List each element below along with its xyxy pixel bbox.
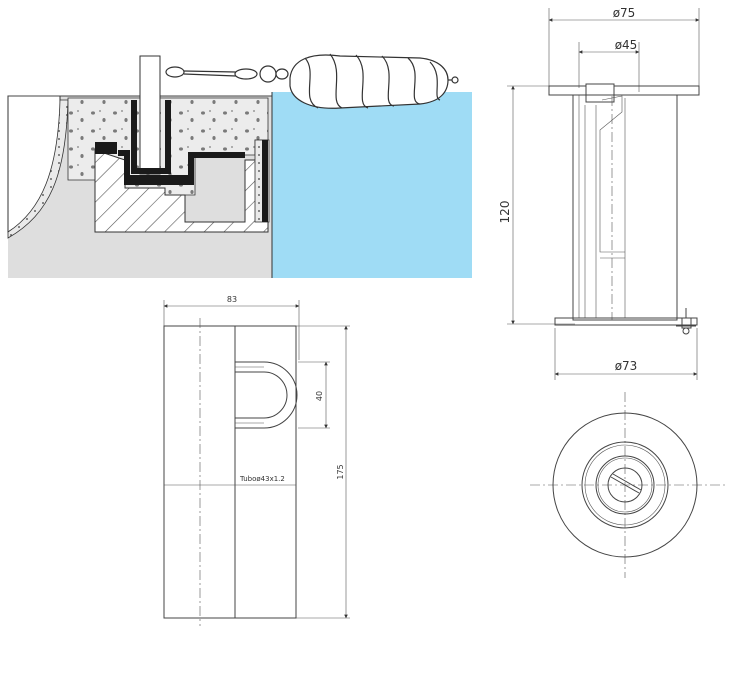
anchor-top-view [530,392,728,578]
inner-bore-circle [595,455,655,515]
pool-water [272,92,472,278]
inner-taper [599,95,625,253]
pool-edge-section-illustration [7,53,472,278]
dim-tube-height-label: 175 [336,464,345,479]
body-tube [572,94,678,321]
anchor-socket-walls [131,100,171,174]
post-circle [607,467,643,503]
socket-channel [118,150,245,185]
outer-flange-circle [552,412,698,558]
top-cap [585,83,615,103]
tube-spec-label: Tuboø43x1.2 [239,475,285,483]
socket-block [95,142,117,154]
dim-loop-label: 40 [315,391,324,401]
hatched-foundation [94,149,269,233]
dim-tube-width-label: 83 [227,295,237,304]
anchor-side-view: ø75 ø45 120 ø73 [498,6,700,380]
dim-bottom-label: ø73 [615,359,638,373]
ground-curve-band [7,99,69,239]
chain [165,65,289,83]
dim-top-outer-label: ø75 [613,6,636,20]
screw [676,308,696,335]
top-flange [548,85,700,96]
tube-loop [235,361,298,429]
bottom-flange [554,317,698,326]
tube-anchor-drawing: 83 40 175 Tuboø43x1.2 [163,295,350,626]
edge-tile-dark [262,140,268,222]
body-circle [581,441,669,529]
lane-float [289,53,459,109]
dim-top-inner-label: ø45 [615,38,638,52]
anchor-post [139,55,161,175]
tube-outline [163,325,297,619]
dim-height-label: 120 [498,201,512,224]
